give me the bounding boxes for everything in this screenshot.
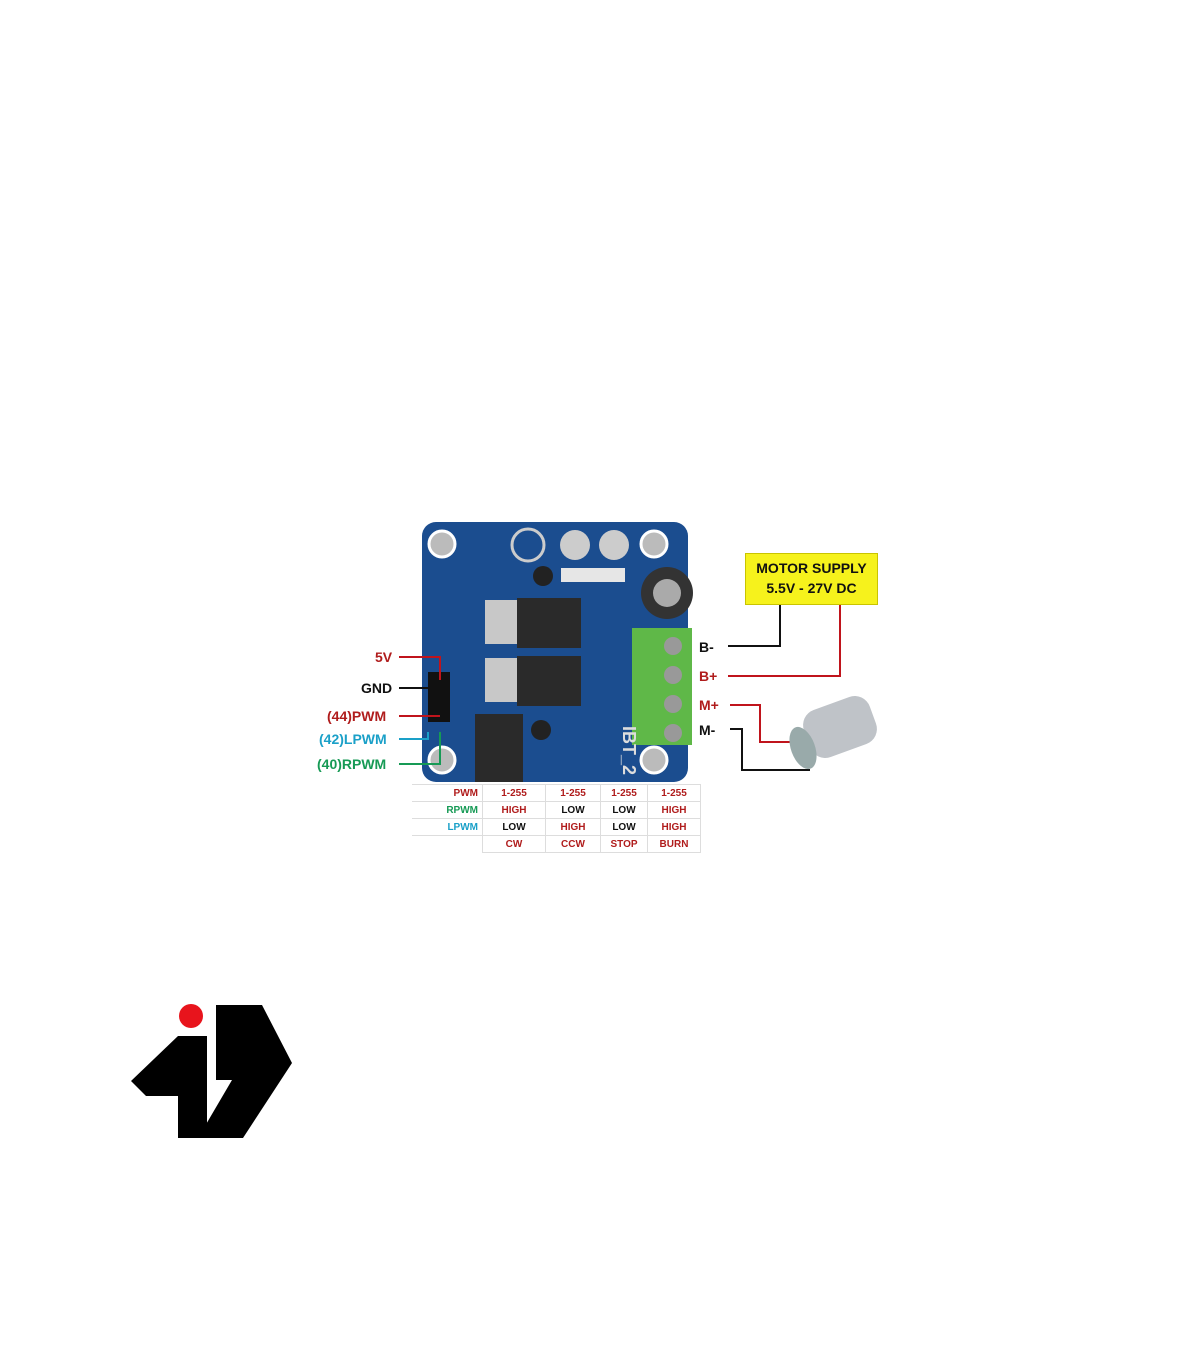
pin-label-rpwm: (40)RPWM <box>317 756 387 772</box>
screw <box>531 720 551 740</box>
board-name: IBT_2 <box>619 725 640 776</box>
supply-title: MOTOR SUPPLY <box>756 560 867 576</box>
mosfet-chip <box>517 598 581 648</box>
supply-voltage: 5.5V - 27V DC <box>766 580 857 596</box>
pin-label-5v: 5V <box>375 649 393 665</box>
pin-label-gnd: GND <box>361 680 393 696</box>
terminal-b-plus: B+ <box>699 668 718 684</box>
plus-logo <box>599 530 629 560</box>
terminal-m-plus: M+ <box>699 697 719 713</box>
table-row: CW CCW STOP BURN <box>412 835 701 853</box>
pin-label-lpwm: (42)LPWM <box>319 731 387 747</box>
minus-logo <box>560 530 590 560</box>
logo-dot <box>179 1004 203 1028</box>
label-strip <box>561 568 625 582</box>
dc-motor <box>789 696 877 770</box>
truth-table: PWM 1-255 1-255 1-255 1-255 RPWM HIGH LO… <box>412 784 701 853</box>
mount-hole <box>427 529 457 559</box>
mount-hole <box>427 745 457 775</box>
table-row: RPWM HIGH LOW LOW HIGH <box>412 801 701 819</box>
pin-header <box>428 672 450 722</box>
table-row: LPWM LOW HIGH LOW HIGH <box>412 818 701 836</box>
motor-supply-box: MOTOR SUPPLY 5.5V - 27V DC <box>745 553 878 605</box>
terminal-block <box>632 628 692 745</box>
terminal-m-minus: M- <box>699 722 716 738</box>
brand-logo <box>131 1004 292 1138</box>
driver-ic <box>475 714 523 782</box>
mount-hole <box>639 529 669 559</box>
mosfet-chip <box>517 656 581 706</box>
terminal-b-minus: B- <box>699 639 714 655</box>
ul-logo <box>510 527 546 563</box>
pin-label-pwm: (44)PWM <box>327 708 387 724</box>
table-row: PWM 1-255 1-255 1-255 1-255 <box>412 784 701 802</box>
screw <box>533 566 553 586</box>
mount-hole <box>639 745 669 775</box>
